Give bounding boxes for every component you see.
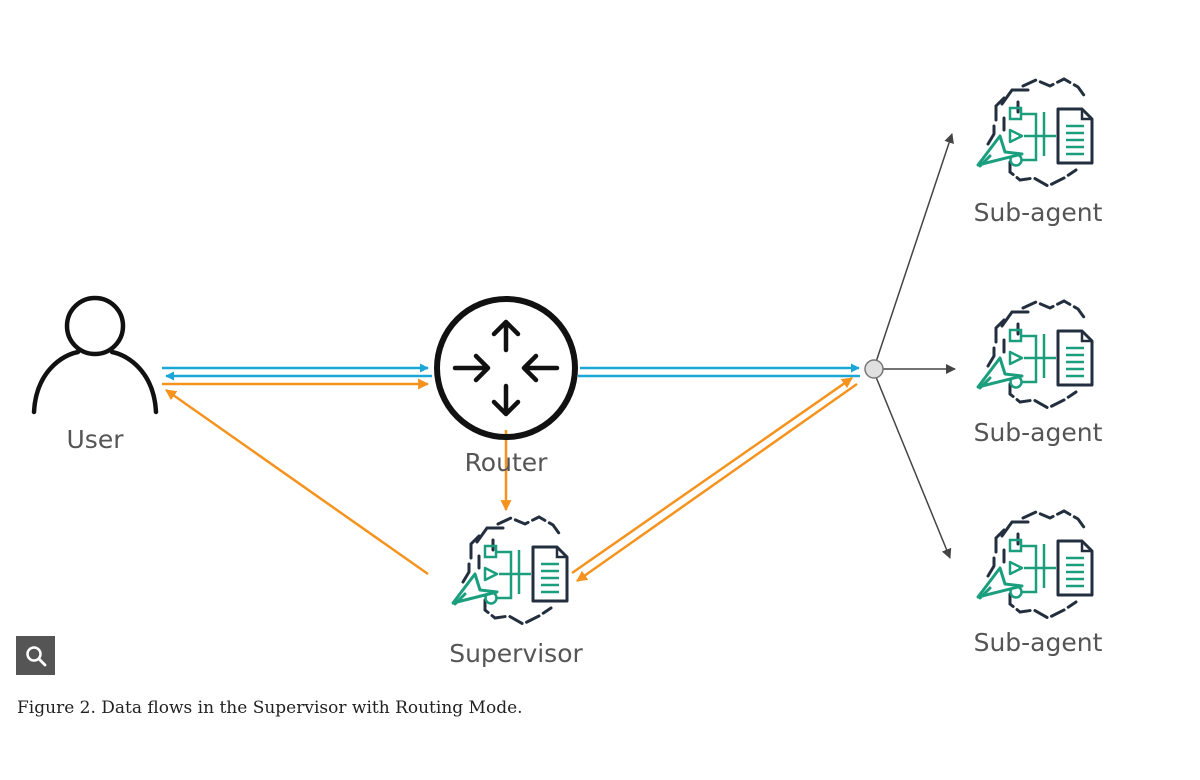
user-label: User [67, 425, 125, 454]
sub-agent-node: Sub-agent [974, 77, 1103, 227]
sub-agent-node: Sub-agent [974, 299, 1103, 447]
sub-agent-node: Sub-agent [974, 509, 1103, 657]
router-node: Router [434, 296, 578, 477]
sub-agent-label: Sub-agent [974, 198, 1103, 227]
request-flows [162, 363, 860, 381]
router-icon [434, 296, 578, 440]
magnifier-icon [25, 645, 46, 666]
supervisor-flows [162, 376, 858, 583]
flow-junction-to-supervisor [576, 382, 858, 583]
junction-node [864, 359, 884, 379]
flow-supervisor-to-user [165, 388, 429, 576]
routing-diagram: User Router Supervisor Sub-agent Sub-age… [31, 77, 1103, 668]
supervisor-node: Supervisor [449, 515, 584, 668]
figure-caption: Figure 2. Data flows in the Supervisor w… [17, 698, 523, 718]
sub-agent-label: Sub-agent [974, 418, 1103, 447]
agent-icon [976, 299, 1094, 410]
sub-agent-label: Sub-agent [974, 628, 1103, 657]
agent-icon [451, 515, 569, 626]
flow-supervisor-to-junction [571, 376, 853, 575]
zoom-button[interactable] [16, 636, 55, 675]
agent-icon [976, 509, 1094, 620]
dispatch-arrow-top [873, 133, 954, 369]
agent-icon [976, 77, 1094, 188]
user-node: User [31, 295, 159, 454]
dispatch-arrow-bottom [875, 376, 952, 559]
person-icon [31, 295, 159, 415]
router-label: Router [465, 448, 549, 477]
dispatch-arrows [873, 133, 956, 559]
supervisor-label: Supervisor [449, 639, 583, 668]
